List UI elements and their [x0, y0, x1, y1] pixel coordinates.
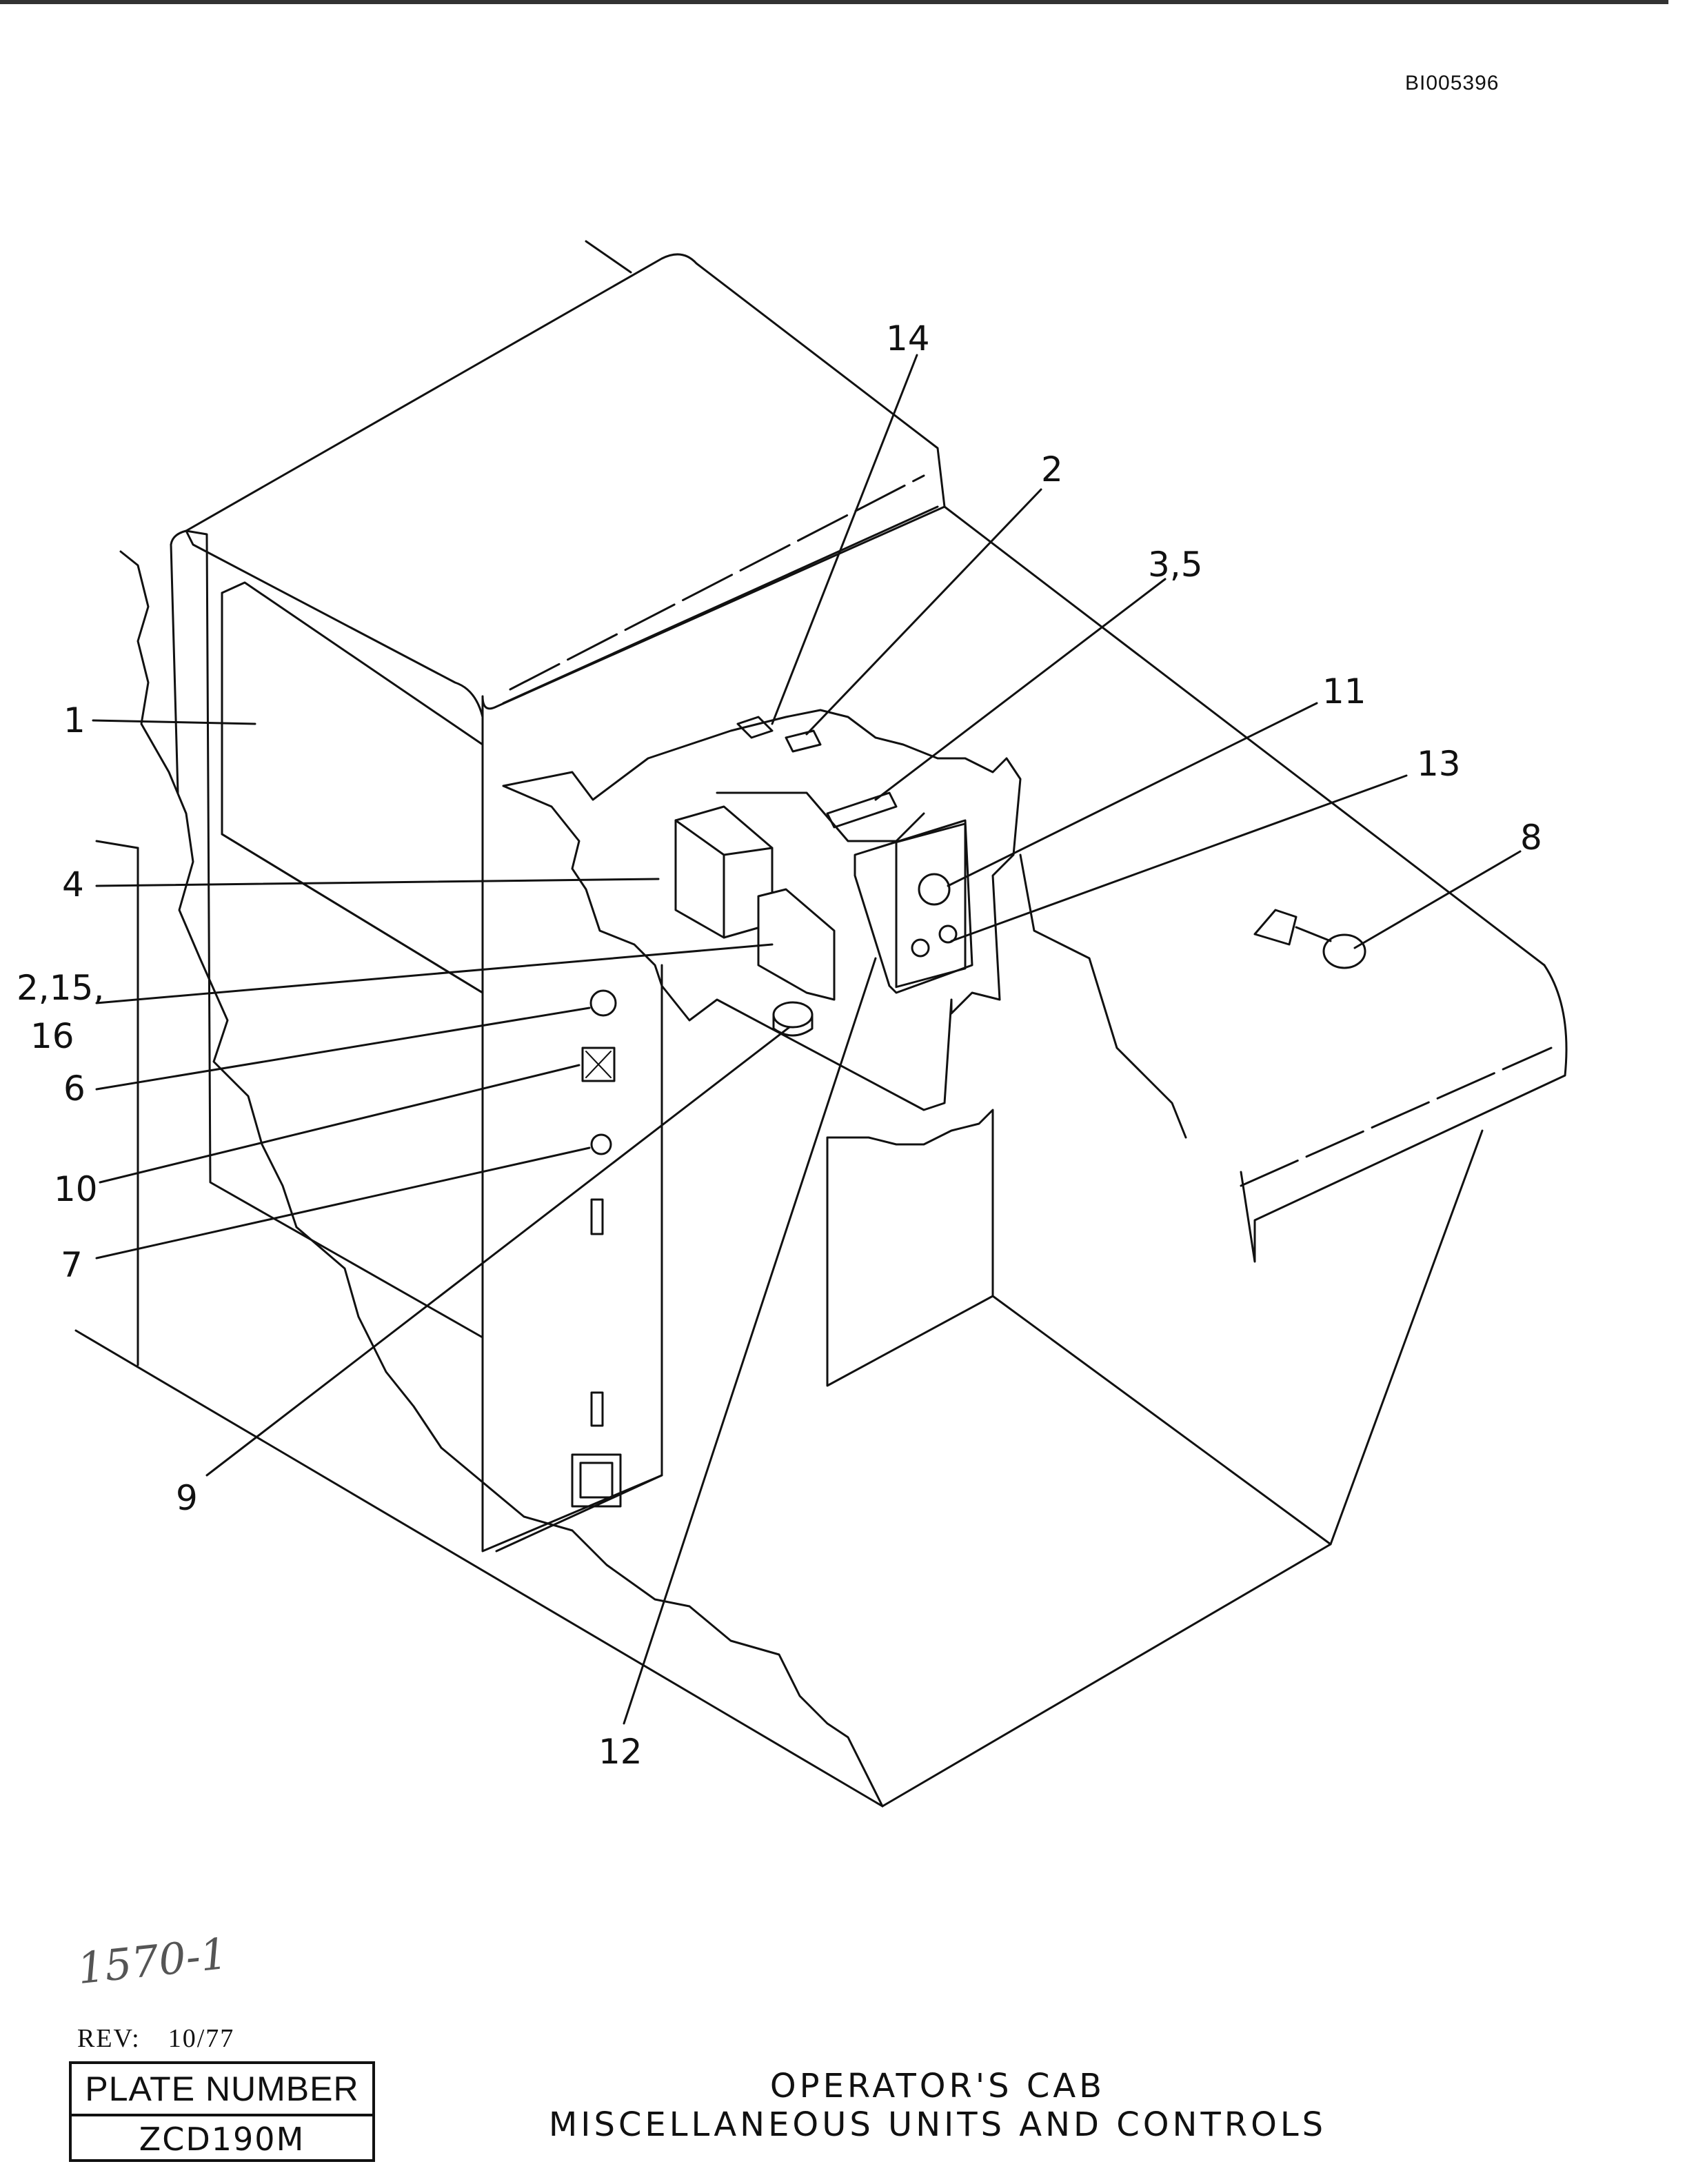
leader-3-5 [874, 578, 1167, 801]
terminal-strip-3-5 [826, 791, 898, 829]
control-box-knob-right [938, 924, 958, 944]
indicator-lamp-7 [590, 1133, 612, 1155]
right-dash-top [943, 505, 1546, 967]
callout-12: 12 [598, 1732, 643, 1772]
access-plate-inner [579, 1462, 614, 1499]
relay-box-top-edge [723, 847, 774, 856]
mounting-bracket-14 [736, 716, 774, 739]
leader-2 [805, 488, 1042, 736]
callout-4: 4 [62, 865, 84, 904]
light-fixture-8 [1322, 933, 1366, 969]
inner-floor-plate [826, 1109, 994, 1387]
toggle-switch-upper [590, 1198, 604, 1235]
drawing-title: OPERATOR'S CAB MISCELLANEOUS UNITS AND C… [483, 2067, 1393, 2144]
leader-8 [1353, 850, 1522, 949]
windshield-frame [221, 592, 484, 994]
leader-4 [95, 878, 660, 887]
leader-10 [99, 1064, 581, 1184]
callout-14: 14 [886, 318, 930, 358]
left-wall-top [95, 840, 139, 849]
warning-label-10 [581, 1046, 616, 1082]
jagged-break-left [119, 550, 443, 1449]
callout-9: 9 [176, 1478, 198, 1518]
leader-1 [92, 719, 256, 725]
mount-bracket-8 [1253, 909, 1298, 946]
inner-bracket [716, 791, 925, 842]
leader-12 [623, 957, 877, 1725]
drawing-title-line1: OPERATOR'S CAB [769, 2067, 1106, 2105]
control-box-face [895, 822, 967, 989]
cab-wall-inner-edge [170, 529, 188, 546]
right-side-wall [881, 1129, 1484, 1808]
callout-13: 13 [1417, 744, 1461, 784]
revision-value: 10/77 [168, 2024, 235, 2053]
jagged-break-floor [440, 1446, 884, 1808]
document-id: BI005396 [1405, 72, 1500, 94]
callout-8: 8 [1520, 818, 1542, 858]
callout-1: 1 [63, 700, 85, 740]
small-module [757, 888, 836, 1001]
callout-2: 2 [1041, 449, 1063, 489]
right-dash-stripe [1240, 1046, 1553, 1187]
revision-line: REV: 10/77 [77, 2023, 234, 2054]
leader-2-15-16 [95, 943, 774, 1004]
revision-label: REV: [77, 2024, 141, 2053]
lower-panel-edge [495, 1474, 663, 1553]
leader-9 [205, 1026, 791, 1477]
warning-label-hatching [585, 1051, 612, 1078]
right-dash-curve [1240, 964, 1568, 1263]
windshield-panel [221, 581, 484, 994]
cab-left-wall-outer [170, 543, 179, 794]
control-box-dial [918, 873, 951, 906]
callout-6: 6 [63, 1069, 85, 1109]
leader-6 [95, 1007, 591, 1091]
inner-corner-edge [991, 1295, 1332, 1546]
lower-panel [481, 964, 663, 1553]
indicator-lamp-6 [589, 989, 617, 1017]
drawing-title-line2: MISCELLANEOUS UNITS AND CONTROLS [548, 2105, 1327, 2144]
cutaway-rear-edge [1019, 853, 1187, 1139]
light-fixture-stem [1295, 926, 1332, 942]
floor-left-edge [74, 1329, 884, 1808]
roof-panel [185, 253, 946, 718]
leader-13 [950, 774, 1408, 942]
horn-button-base [772, 1013, 814, 1037]
roof-stripe-dashed [509, 474, 925, 691]
control-box [854, 819, 973, 994]
plate-number-box: PLATE NUMBER ZCD190M [69, 2061, 375, 2162]
plate-number-label: PLATE NUMBER [72, 2064, 372, 2116]
leader-7 [95, 1146, 591, 1260]
control-box-knob-left [911, 938, 930, 958]
top-border-rule [0, 0, 1668, 4]
leader-11 [947, 702, 1318, 887]
callout-2-15: 2,15, [17, 968, 104, 1008]
leader-14 [771, 354, 918, 725]
callout-7: 7 [61, 1245, 83, 1285]
cutaway-outline [502, 709, 1022, 1111]
switch-block-2 [785, 729, 822, 753]
callout-3-5: 3,5 [1148, 545, 1203, 585]
callout-10: 10 [54, 1169, 98, 1209]
callout-11: 11 [1322, 671, 1366, 711]
access-plate [571, 1453, 622, 1508]
roof-fascia-line [585, 240, 632, 274]
plate-number-value: ZCD190M [139, 2121, 305, 2158]
callout-16: 16 [30, 1016, 74, 1056]
roof-edge-line [502, 505, 939, 705]
horn-button-9 [772, 1001, 814, 1029]
toggle-switch-lower [590, 1391, 604, 1427]
